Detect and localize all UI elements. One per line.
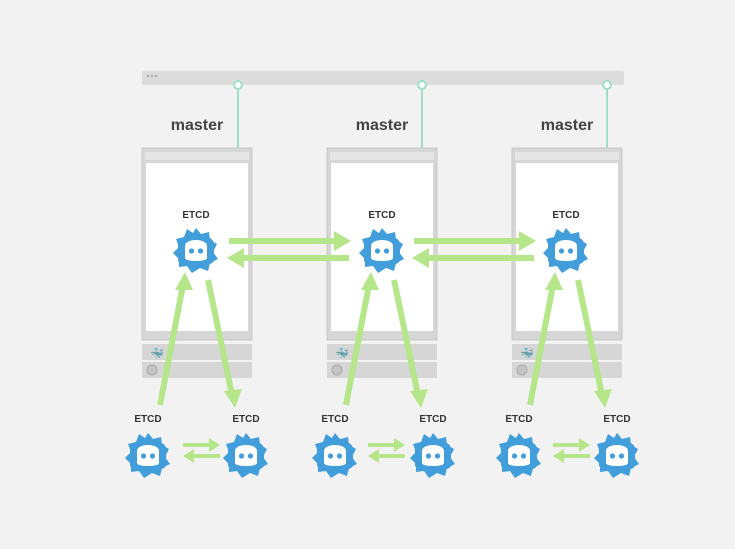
arrow-w5-to-w6	[553, 438, 590, 452]
master-label-3: master	[540, 117, 594, 134]
etcd-logo-icon	[125, 433, 170, 478]
power-slot	[142, 362, 252, 378]
worker-etcd-label-5: ETCD	[505, 414, 533, 425]
etcd-logo-icon	[223, 433, 268, 478]
master-etcd-label-2: ETCD	[368, 210, 396, 221]
master-label-2: master	[355, 117, 409, 134]
arrow-m3-to-w6	[575, 279, 612, 408]
etcd-logo-icon	[594, 433, 639, 478]
network-bus	[142, 71, 624, 85]
arrow-w3-to-w4	[368, 438, 405, 452]
etcd-logo-icon	[312, 433, 357, 478]
worker-etcd-label-2: ETCD	[232, 414, 260, 425]
arrow-w1-to-m1	[157, 272, 193, 406]
arrow-w4-to-w3	[368, 449, 405, 463]
docker-whale-icon: 🐳	[335, 347, 349, 360]
arrow-w2-to-w1	[183, 449, 220, 463]
power-slot	[512, 362, 622, 378]
worker-etcd-label-1: ETCD	[134, 414, 162, 425]
master-etcd-label-1: ETCD	[182, 210, 210, 221]
power-slot	[327, 362, 437, 378]
arrow-w5-to-m3	[527, 272, 563, 406]
arrow-m2-to-w4	[391, 279, 428, 408]
arrow-w3-to-m2	[343, 272, 379, 406]
etcd-logo-icon	[496, 433, 541, 478]
power-button-icon	[146, 364, 158, 376]
connector-3	[602, 80, 612, 150]
docker-whale-icon: 🐳	[520, 347, 534, 360]
arrow-m1-to-w2	[205, 279, 242, 408]
docker-whale-icon: 🐳	[150, 347, 164, 360]
master-label-1: master	[170, 117, 224, 134]
arrow-w1-to-w2	[183, 438, 220, 452]
master-etcd-label-3: ETCD	[552, 210, 580, 221]
worker-etcd-label-4: ETCD	[419, 414, 447, 425]
arrow-w6-to-w5	[553, 449, 590, 463]
power-button-icon	[516, 364, 528, 376]
worker-etcd-label-6: ETCD	[603, 414, 631, 425]
worker-etcd-label-3: ETCD	[321, 414, 349, 425]
connector-1	[233, 80, 243, 150]
etcd-logo-icon	[410, 433, 455, 478]
connector-2	[417, 80, 427, 150]
power-button-icon	[331, 364, 343, 376]
